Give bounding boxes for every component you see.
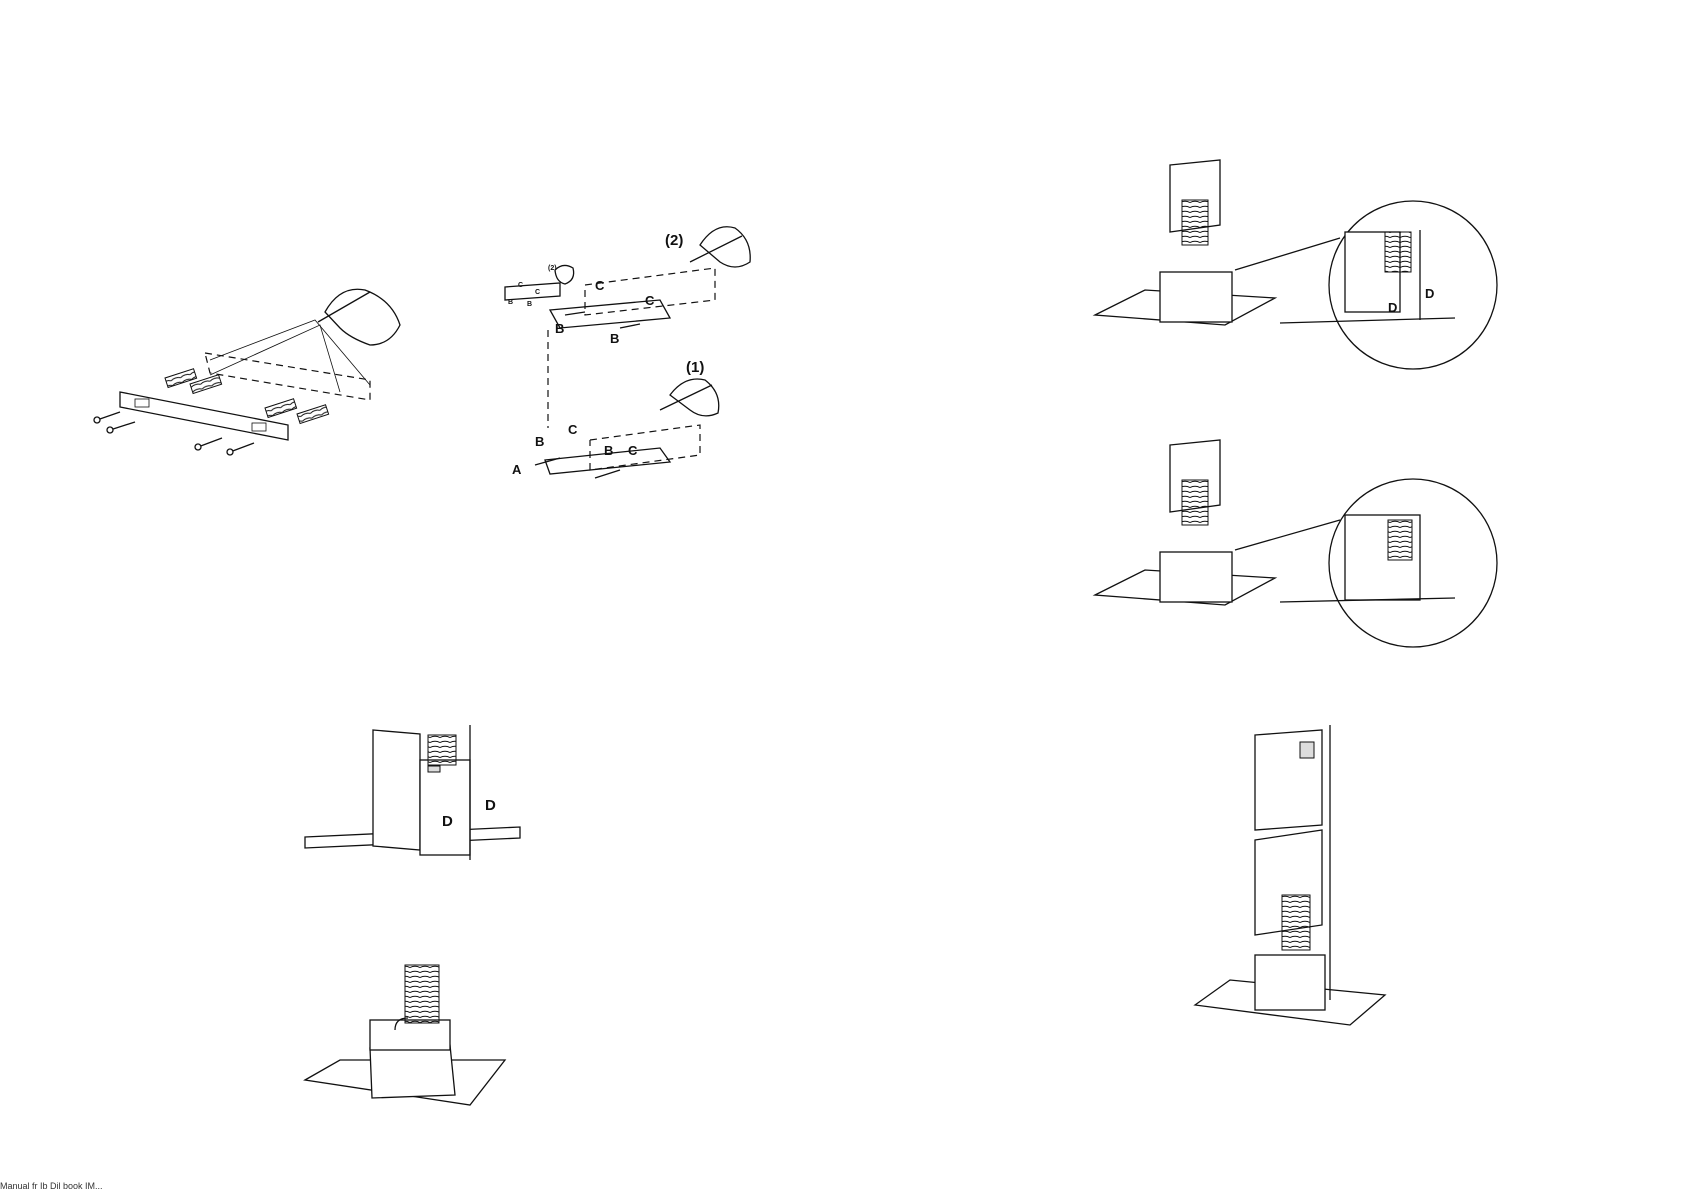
hand-with-pencil-icon — [690, 227, 750, 267]
label-C: C — [595, 278, 605, 293]
label-C: C — [568, 422, 578, 437]
label-D: D — [1425, 286, 1434, 301]
label-A: A — [512, 462, 522, 477]
label-B: B — [508, 299, 513, 306]
figure-chimney-fitted: D D — [305, 725, 520, 860]
hand-with-pencil-icon — [318, 289, 400, 345]
label-D: D — [442, 813, 453, 830]
small-hand-icon — [555, 265, 574, 284]
label-C: C — [535, 289, 540, 296]
figure-motor-duct — [305, 965, 505, 1105]
label-B: B — [604, 443, 613, 458]
figure-chimney-screw-detail — [1095, 440, 1497, 647]
label-D: D — [1388, 300, 1397, 315]
label-D: D — [485, 797, 496, 814]
figure-chimney-lowering: D D — [1095, 160, 1497, 369]
step-2-label: (2) — [665, 232, 683, 249]
label-C: C — [645, 293, 655, 308]
page-footer-text: Manual fr Ib Dil book IM... — [0, 1181, 103, 1191]
label-C: C — [518, 282, 523, 289]
step-1-label: (1) — [686, 359, 704, 376]
label-B: B — [610, 331, 619, 346]
label-B: B — [555, 321, 564, 336]
label-B: B — [527, 301, 532, 308]
figure-two-bracket-marking: (2) (1) (2) B B C C C C B B C C B B A — [505, 227, 750, 478]
label-C: C — [628, 443, 638, 458]
hand-with-pencil-icon — [660, 379, 719, 416]
figure-chimney-assembly — [1195, 725, 1385, 1025]
figure-bracket-marking — [94, 289, 400, 455]
label-B: B — [535, 434, 544, 449]
